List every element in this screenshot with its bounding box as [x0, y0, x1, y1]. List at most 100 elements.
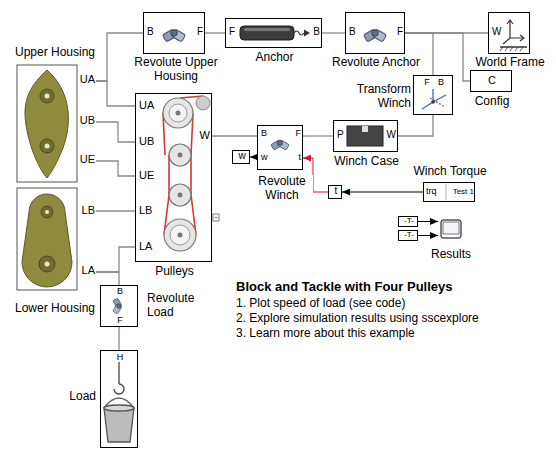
block-name: Revolute Load: [146, 292, 204, 320]
port-label: W: [492, 26, 501, 38]
load-icon: [104, 362, 134, 442]
signal-editor-block: Winch TorquetrqTest 1: [423, 182, 475, 202]
from-block: t: [328, 185, 342, 199]
port-label: w: [238, 150, 245, 162]
anchor-block: AnchorFB: [225, 18, 322, 48]
port-label: B: [438, 77, 444, 87]
port-label: -T-: [404, 230, 414, 239]
port-label: LB: [139, 204, 152, 217]
block-name: Results: [430, 248, 472, 262]
physical-connection: [322, 32, 345, 33]
subsystem-block: Lower HousingLBLA: [15, 187, 96, 291]
port-label: B: [261, 128, 267, 138]
physical-connection: [96, 272, 119, 285]
port-label: Test 1: [453, 187, 474, 196]
block-name: Winch Torque: [412, 165, 487, 179]
port-label: t: [298, 152, 301, 162]
upper-housing-figure: [17, 65, 77, 182]
block-name: Pulleys: [154, 265, 195, 279]
signal-line: [418, 235, 438, 236]
world-frame-icon: [500, 20, 527, 51]
lower-housing-figure: [17, 188, 77, 290]
annotation-line: 2. Explore simulation results using ssce…: [236, 311, 479, 326]
port-label: UE: [80, 153, 95, 166]
port-label: B: [117, 286, 123, 296]
signal-line: [418, 221, 438, 222]
port-label: F: [296, 128, 302, 138]
block-name: World Frame: [474, 56, 545, 70]
block-name: Load: [68, 390, 97, 404]
port-label: F: [197, 26, 203, 38]
block-name: Lower Housing: [14, 302, 96, 316]
physical-connection: [205, 32, 225, 33]
port-label: F: [117, 315, 123, 325]
port-label: W: [387, 129, 396, 141]
frame-block: World FrameW: [488, 12, 530, 54]
physical-connection: [96, 247, 135, 272]
signal-line: [250, 157, 257, 158]
port-label: LA: [82, 264, 95, 277]
port-label: UE: [139, 169, 154, 182]
physical-connection: [96, 81, 135, 106]
physical-connection: [398, 115, 433, 136]
annotation-line: 3. Learn more about this example: [236, 326, 415, 341]
revolute-icon: [113, 298, 122, 314]
config-block: ConfigC: [470, 70, 512, 92]
port-label: C: [488, 74, 496, 87]
block-name: Transform Winch: [348, 83, 412, 111]
block-name: Revolute Upper Housing: [130, 56, 222, 84]
revolute-icon: [363, 29, 386, 42]
scope-block: Results: [438, 216, 464, 246]
port-label: B: [313, 26, 320, 38]
from-block: -T-: [398, 216, 418, 227]
port-label: UB: [80, 114, 95, 127]
joint-block: Revolute Upper HousingBF: [143, 12, 205, 54]
block-name: Winch Case: [333, 155, 400, 169]
port-label: LB: [82, 204, 95, 217]
signal-line: [342, 192, 423, 193]
port-label: F: [424, 77, 430, 87]
joint-block: Revolute LoadBF: [100, 285, 138, 327]
pulleys-block: PulleysUAUBUELBLAW: [135, 93, 212, 262]
scope-icon: [441, 220, 461, 238]
subsystem-block: Upper HousingUAUBUE: [15, 64, 96, 183]
goto-block: w: [232, 150, 250, 164]
port-label: UA: [139, 99, 154, 112]
port-label: UA: [80, 73, 95, 86]
port-label: B: [349, 26, 356, 38]
port-label: F: [229, 26, 235, 38]
port-label: W: [200, 129, 210, 142]
block-name: Revolute Anchor: [331, 56, 421, 70]
anchor-icon: [240, 26, 310, 40]
port-label: t: [335, 185, 338, 197]
block-name: Config: [474, 95, 511, 109]
pulleys-figure: [163, 96, 219, 251]
port-label: w: [261, 152, 268, 162]
annotation-line: 1. Plot speed of load (see code): [236, 296, 405, 311]
physical-connection: [303, 135, 333, 136]
block-name: Upper Housing: [14, 46, 96, 60]
block-name: Anchor: [254, 51, 294, 65]
physical-connection: [96, 122, 135, 142]
port-label: -T-: [404, 216, 414, 225]
port-label: B: [147, 26, 154, 38]
annotation-title: Block and Tackle with Four Pulleys: [236, 279, 452, 294]
solid-block: Winch CasePW: [333, 120, 398, 152]
physical-connection: [96, 161, 135, 176]
winch-case-icon: [347, 126, 383, 146]
physical-connection: [212, 135, 257, 136]
transform-block: Transform WinchFB: [413, 75, 453, 115]
physical-connection: [96, 210, 135, 211]
port-label: UB: [139, 135, 154, 148]
solid-block: LoadH: [100, 350, 138, 448]
physical-connection: [118, 327, 119, 350]
revolute-icon: [162, 29, 185, 42]
port-label: F: [397, 26, 403, 38]
joint-block: Revolute WinchBFwt: [257, 125, 303, 170]
revolute-icon: [271, 140, 289, 150]
signal-editor-icon: [446, 184, 447, 200]
block-name: Revolute Winch: [251, 175, 313, 203]
